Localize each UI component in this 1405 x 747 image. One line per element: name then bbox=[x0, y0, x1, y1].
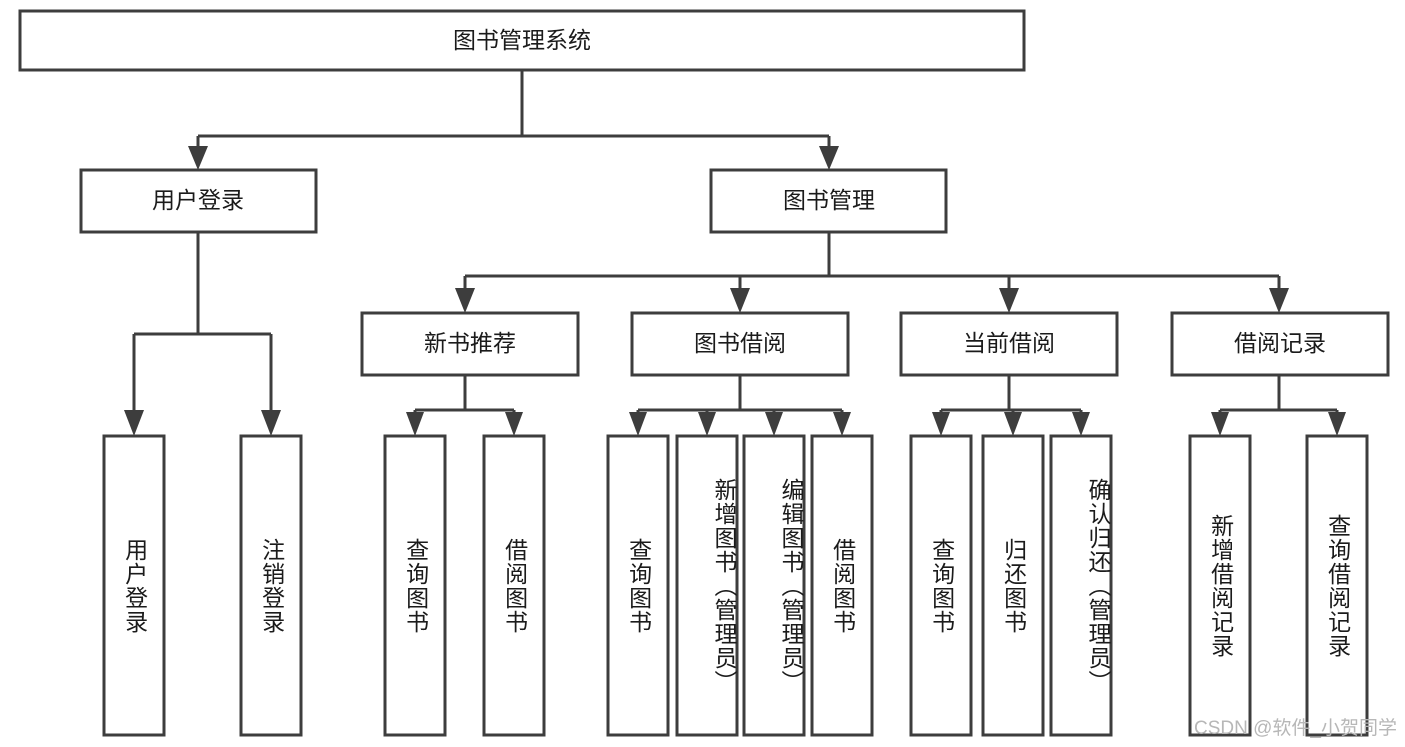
arrow-head-bb-borrow bbox=[833, 412, 851, 436]
leaf-box-bb-add-book[interactable] bbox=[675, 434, 739, 737]
node-borrow-record-box[interactable] bbox=[1170, 311, 1390, 377]
connector-group-book-mgmt bbox=[455, 232, 1289, 313]
csdn-watermark: CSDN @软件_小贺同学 bbox=[1194, 718, 1397, 739]
leaf-box-nbr-borrow-book[interactable] bbox=[482, 434, 546, 737]
connector-group-root bbox=[188, 70, 839, 170]
arrow-head-cb-query bbox=[932, 412, 950, 436]
node-user-login[interactable]: 用户登录 bbox=[79, 168, 318, 234]
node-book-borrow-label: 图书借阅 bbox=[694, 330, 786, 356]
leaf-box-bb-query-book[interactable] bbox=[606, 434, 670, 737]
node-book-borrow[interactable]: 图书借阅 bbox=[630, 311, 850, 377]
leaf-box-bb-borrow-book[interactable] bbox=[810, 434, 874, 737]
arrow-head-nbr-borrow bbox=[505, 412, 523, 436]
node-new-book-recommend[interactable]: 新书推荐 bbox=[360, 311, 580, 377]
arrow-head-current-borrow bbox=[999, 288, 1019, 313]
arrow-head-borrow-record bbox=[1269, 288, 1289, 313]
arrow-head-bb-add bbox=[698, 412, 716, 436]
node-book-borrow-box[interactable] bbox=[630, 311, 850, 377]
node-new-book-recommend-box[interactable] bbox=[360, 311, 580, 377]
leaf-box-logout[interactable] bbox=[239, 434, 303, 737]
node-book-management-box[interactable] bbox=[709, 168, 948, 234]
arrow-head-leaf-user-login bbox=[124, 410, 144, 436]
arrow-head-bb-query bbox=[629, 412, 647, 436]
arrow-head-nbr-query bbox=[406, 412, 424, 436]
node-user-login-box[interactable] bbox=[79, 168, 318, 234]
node-root-system[interactable]: 图书管理系统 bbox=[18, 9, 1026, 72]
arrow-head-bb-edit bbox=[765, 412, 783, 436]
arrow-head-leaf-logout bbox=[261, 410, 281, 436]
leaf-box-br-add-record[interactable] bbox=[1188, 434, 1252, 737]
node-current-borrow[interactable]: 当前借阅 bbox=[899, 311, 1119, 377]
leaf-box-cb-confirm-return[interactable] bbox=[1049, 434, 1113, 737]
leaf-box-user-login[interactable] bbox=[102, 434, 166, 737]
connector-group-current-borrow bbox=[932, 375, 1090, 436]
arrow-head-br-query bbox=[1328, 412, 1346, 436]
arrow-head-new-book-rec bbox=[455, 288, 475, 313]
node-current-borrow-box[interactable] bbox=[899, 311, 1119, 377]
node-new-book-recommend-label: 新书推荐 bbox=[424, 330, 516, 356]
node-borrow-record-label: 借阅记录 bbox=[1234, 330, 1326, 356]
arrow-head-book-mgmt bbox=[819, 146, 839, 170]
node-book-management-label: 图书管理 bbox=[783, 187, 875, 213]
arrow-head-br-add bbox=[1211, 412, 1229, 436]
connector-group-new-book-rec bbox=[406, 375, 523, 436]
connector-group-book-borrow bbox=[629, 375, 851, 436]
leaf-box-cb-query-book[interactable] bbox=[909, 434, 973, 737]
connector-group-user-login bbox=[124, 232, 281, 436]
leaf-box-nbr-query-book[interactable] bbox=[383, 434, 447, 737]
leaf-box-cb-return-book[interactable] bbox=[981, 434, 1045, 737]
node-current-borrow-label: 当前借阅 bbox=[963, 330, 1055, 356]
leaf-box-bb-edit-book[interactable] bbox=[742, 434, 806, 737]
connector-group-borrow-record bbox=[1211, 375, 1346, 436]
arrow-head-book-borrow bbox=[730, 288, 750, 313]
node-user-login-label: 用户登录 bbox=[152, 187, 244, 213]
leaf-box-br-query-record[interactable] bbox=[1305, 434, 1369, 737]
node-borrow-record[interactable]: 借阅记录 bbox=[1170, 311, 1390, 377]
node-root-system-box[interactable] bbox=[18, 9, 1026, 72]
node-book-management[interactable]: 图书管理 bbox=[709, 168, 948, 234]
node-root-system-label: 图书管理系统 bbox=[453, 27, 591, 53]
arrow-head-user-login bbox=[188, 146, 208, 170]
arrow-head-cb-confirm bbox=[1072, 412, 1090, 436]
arrow-head-cb-return bbox=[1004, 412, 1022, 436]
